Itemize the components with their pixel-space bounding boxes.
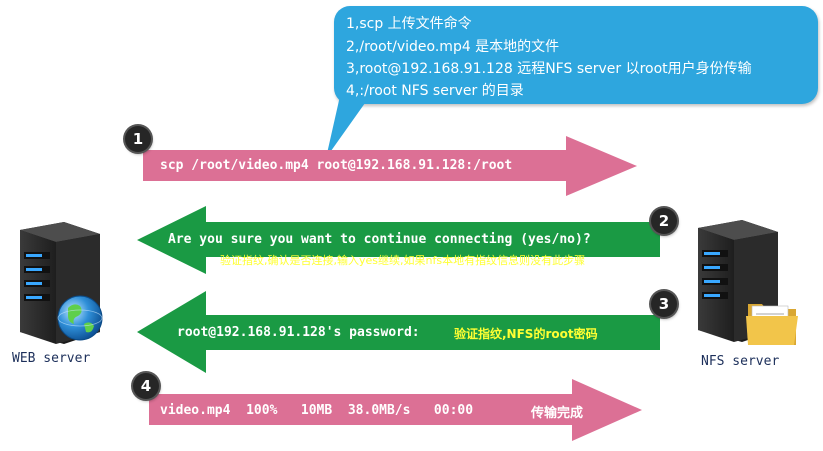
callout-bubble <box>334 6 818 104</box>
callout-line-4: 4,:/root NFS server 的目录 <box>346 83 524 99</box>
step-3-badge: 3 <box>651 291 677 317</box>
web-server-label: WEB server <box>12 351 91 366</box>
server-folder-icon <box>698 220 798 345</box>
step-4-command: video.mp4 100% 10MB 38.0MB/s 00:00 <box>160 403 474 418</box>
callout-line-3: 3,root@192.168.91.128 远程NFS server 以root… <box>346 61 752 77</box>
arrow-step-1 <box>143 136 637 196</box>
step-4-badge: 4 <box>133 373 159 399</box>
nfs-server-label: NFS server <box>701 354 780 369</box>
step-1-command: scp /root/video.mp4 root@192.168.91.128:… <box>160 158 513 173</box>
step-3-command: root@192.168.91.128's password: <box>177 325 420 340</box>
step-1-badge: 1 <box>125 126 151 152</box>
callout-line-2: 2,/root/video.mp4 是本地的文件 <box>346 39 560 55</box>
callout-line-1: 1,scp 上传文件命令 <box>346 16 472 32</box>
arrow-step-3 <box>137 291 660 373</box>
step-4-note: 传输完成 <box>531 406 584 421</box>
step-2-badge: 2 <box>651 208 677 234</box>
step-2-command: Are you sure you want to continue connec… <box>168 232 591 247</box>
step-3-note: 验证指纹,NFS的root密码 <box>454 327 598 341</box>
arrow-step-4 <box>149 379 642 441</box>
server-globe-icon <box>20 222 103 344</box>
callout-pointer <box>326 96 370 158</box>
arrow-step-2 <box>137 206 660 274</box>
step-2-note: 验证指纹,确认是否连接,输入yes继续,如果nfs本地有指纹信息则没有此步骤 <box>220 254 586 267</box>
